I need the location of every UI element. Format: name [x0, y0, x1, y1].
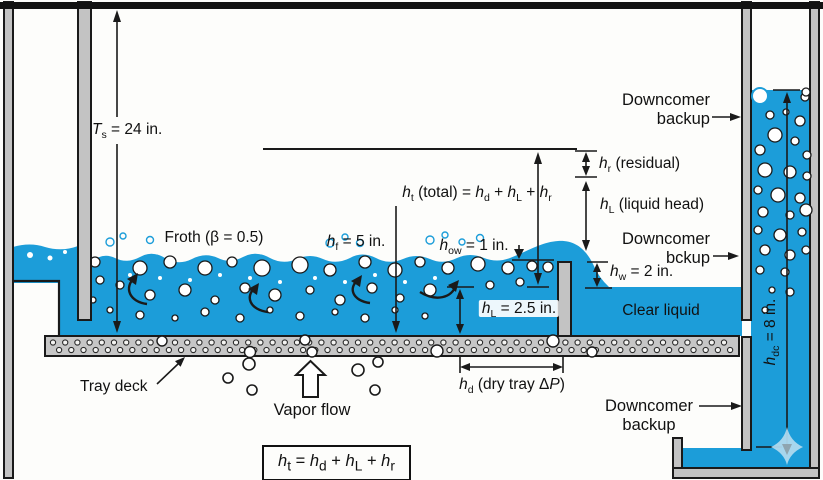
inlet-step-outline: [13, 279, 61, 336]
hdc-label: hdc = 8 in.: [761, 298, 782, 366]
bottom-tray-floor: [672, 467, 820, 479]
sparkle-icon: [771, 427, 803, 465]
upper-downcomer-wall: [77, 1, 92, 321]
right-downcomer-wall-lower: [741, 336, 752, 451]
ts-label: Ts = 24 in.: [92, 121, 163, 142]
downcomer-backup-bottom-label: Downcomer backup: [604, 397, 694, 434]
circulation-arrowheads: [127, 273, 459, 295]
downcomer-backup-mid-label: Downcomer bckup: [621, 230, 710, 267]
froth-bubbles: [89, 255, 554, 323]
vapor-flow-label: Vapor flow: [273, 401, 351, 419]
hl-clear-label: hL = 2.5 in.: [478, 300, 560, 320]
froth-bubbles-tiny: [27, 250, 437, 284]
measurement-lines: [116, 20, 800, 448]
outlet-weir: [557, 261, 572, 337]
escaping-bubbles: [105, 231, 485, 248]
hr-label: hr (residual): [599, 155, 681, 176]
froth-label: Froth (β = 0.5): [164, 229, 264, 246]
falling-droplets: [222, 356, 384, 396]
hf-label: hf = 5 in.: [326, 233, 386, 254]
hw-label: hw = 2 in.: [610, 263, 674, 284]
ht-total-label: ht (total) = hd + hL + hr: [402, 184, 552, 205]
arrowheads: [113, 10, 791, 410]
downcomer-backup-top-label: Downcomer backup: [621, 91, 710, 128]
vapor-flow-arrow: [293, 359, 328, 398]
tray-deck: [44, 335, 740, 357]
equation-box: ht = hd + hL + hr: [262, 445, 411, 480]
how-label: how = 1 in.: [439, 237, 509, 258]
hl-head-label: hL (liquid head): [600, 196, 705, 217]
right-downcomer-wall-upper: [741, 1, 752, 321]
left-wall: [3, 1, 14, 479]
tray-deck-label: Tray deck: [80, 378, 148, 395]
right-outer-wall: [809, 1, 820, 479]
clear-liquid-label: Clear liquid: [622, 302, 700, 319]
hd-dry-label: hd (dry tray ΔP): [459, 376, 565, 397]
downcomer-bubbles: [753, 87, 813, 314]
equation-text: ht = hd + hL + hr: [278, 452, 395, 474]
weeping-droplets: [156, 334, 598, 359]
tray-perforations: [49, 339, 734, 354]
surface-bubble: [751, 87, 769, 105]
top-border: [0, 2, 823, 9]
